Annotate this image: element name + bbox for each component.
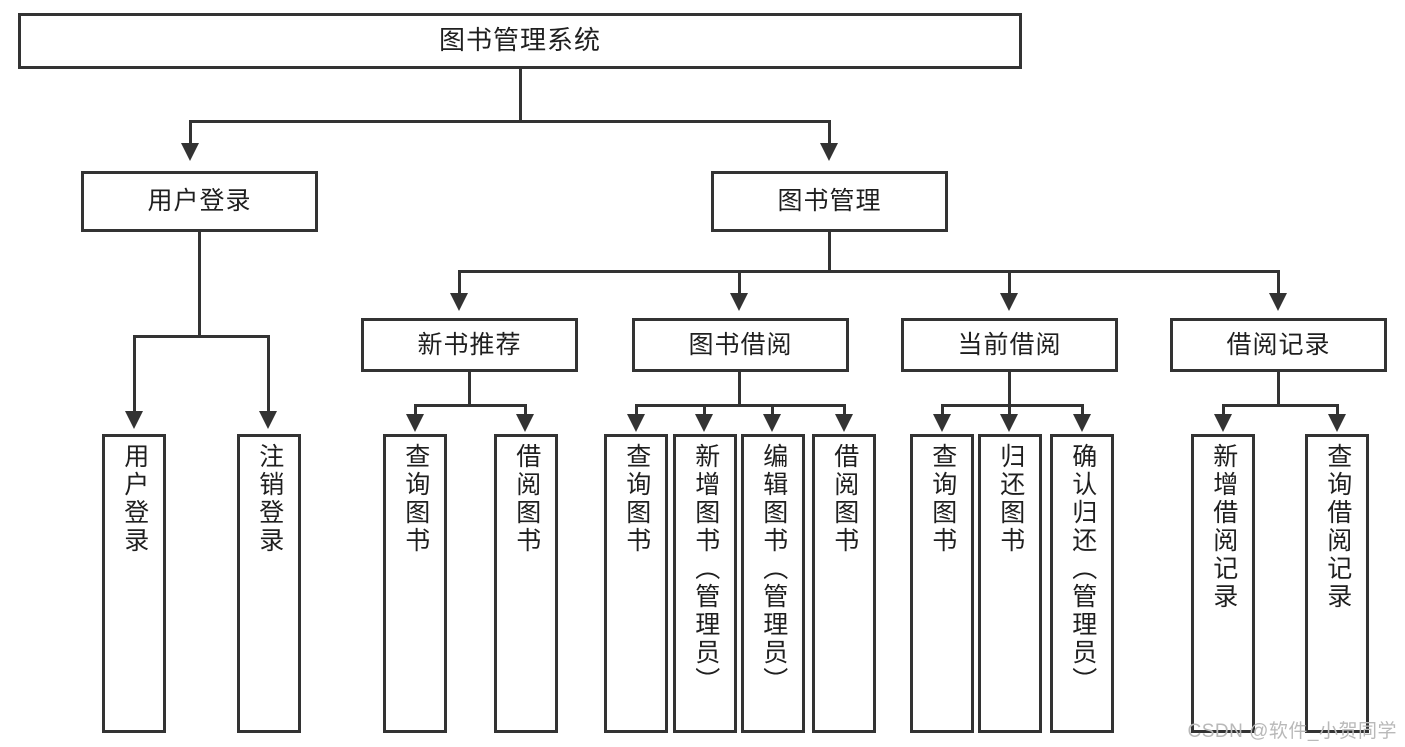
connector-user-login-drop-2 — [267, 335, 270, 413]
arrowhead-borrow-record — [1269, 293, 1287, 311]
node-leaf-query-book-new-rec[interactable]: 查询图书 — [383, 434, 447, 733]
node-label: 查询借阅记录 — [1323, 443, 1352, 611]
node-label: 图书借阅 — [688, 330, 793, 359]
node-label: 注销登录 — [255, 443, 284, 555]
connector-book-borrow-stem — [738, 372, 741, 404]
connector-root-to-user-login — [189, 120, 192, 145]
node-label: 用户登录 — [147, 187, 252, 216]
node-label: 新增借阅记录 — [1209, 443, 1238, 611]
node-leaf-confirm-return-admin[interactable]: 确认归还（管理员） — [1050, 434, 1114, 733]
node-leaf-return-book[interactable]: 归还图书 — [978, 434, 1042, 733]
connector-borrow-record-drop-2 — [1336, 404, 1339, 416]
arrowhead-leaf-borrow-book-1 — [516, 414, 534, 432]
connector-new-book-rec-bus — [414, 404, 527, 407]
connector-book-borrow-drop-3 — [771, 404, 774, 416]
node-leaf-query-book-borrow[interactable]: 查询图书 — [604, 434, 668, 733]
arrowhead-leaf-query-book-1 — [406, 414, 424, 432]
arrowhead-leaf-query-book-3 — [933, 414, 951, 432]
node-new-book-recommend[interactable]: 新书推荐 — [361, 318, 578, 372]
arrowhead-new-book-rec — [450, 293, 468, 311]
csdn-watermark: CSDN @软件_小贺同学 — [1187, 721, 1397, 742]
arrowhead-current-borrow — [1000, 293, 1018, 311]
node-leaf-borrow-book-new-rec[interactable]: 借阅图书 — [494, 434, 558, 733]
connector-book-manage-drop-2 — [738, 270, 741, 295]
arrowhead-leaf-user-login — [125, 411, 143, 429]
node-label: 查询图书 — [622, 443, 651, 555]
node-label: 新增图书（管理员） — [691, 443, 720, 695]
arrowhead-leaf-add-record — [1214, 414, 1232, 432]
node-leaf-user-login[interactable]: 用户登录 — [102, 434, 166, 733]
connector-current-borrow-drop-2 — [1008, 404, 1011, 416]
arrowhead-leaf-query-record — [1328, 414, 1346, 432]
connector-new-book-rec-stem — [468, 372, 471, 404]
node-label: 当前借阅 — [957, 330, 1062, 359]
node-label: 图书管理 — [777, 187, 882, 216]
arrowhead-leaf-confirm-return — [1073, 414, 1091, 432]
node-leaf-borrow-book-borrow[interactable]: 借阅图书 — [812, 434, 876, 733]
connector-current-borrow-bus — [941, 404, 1084, 407]
connector-root-to-book-manage — [828, 120, 831, 145]
node-label: 归还图书 — [996, 443, 1025, 555]
connector-book-manage-drop-1 — [458, 270, 461, 295]
connector-book-manage-drop-3 — [1008, 270, 1011, 295]
node-label: 用户登录 — [120, 443, 149, 555]
node-label: 新书推荐 — [417, 330, 522, 359]
arrowhead-leaf-logout — [259, 411, 277, 429]
node-label: 图书管理系统 — [438, 25, 601, 56]
arrowhead-leaf-add-book — [695, 414, 713, 432]
node-leaf-edit-book-admin[interactable]: 编辑图书（管理员） — [741, 434, 805, 733]
node-user-login[interactable]: 用户登录 — [81, 171, 318, 232]
connector-book-manage-drop-4 — [1277, 270, 1280, 295]
connector-root-stem — [519, 69, 522, 120]
connector-book-borrow-bus — [635, 404, 846, 407]
node-leaf-query-book-current[interactable]: 查询图书 — [910, 434, 974, 733]
connector-current-borrow-drop-1 — [941, 404, 944, 416]
node-leaf-add-book-admin[interactable]: 新增图书（管理员） — [673, 434, 737, 733]
arrowhead-leaf-return-book — [1000, 414, 1018, 432]
node-current-borrow[interactable]: 当前借阅 — [901, 318, 1118, 372]
node-book-management[interactable]: 图书管理 — [711, 171, 948, 232]
connector-borrow-record-drop-1 — [1222, 404, 1225, 416]
node-borrow-record[interactable]: 借阅记录 — [1170, 318, 1387, 372]
connector-user-login-stem — [198, 232, 201, 335]
arrowhead-leaf-query-book-2 — [627, 414, 645, 432]
node-root-book-management-system[interactable]: 图书管理系统 — [18, 13, 1022, 69]
connector-book-manage-stem — [828, 232, 831, 270]
node-leaf-logout[interactable]: 注销登录 — [237, 434, 301, 733]
node-label: 编辑图书（管理员） — [759, 443, 788, 695]
node-label: 查询图书 — [401, 443, 430, 555]
node-label: 借阅记录 — [1226, 330, 1331, 359]
connector-borrow-record-bus — [1222, 404, 1339, 407]
node-leaf-add-borrow-record[interactable]: 新增借阅记录 — [1191, 434, 1255, 733]
arrowhead-leaf-edit-book — [763, 414, 781, 432]
connector-book-borrow-drop-2 — [703, 404, 706, 416]
node-leaf-query-borrow-record[interactable]: 查询借阅记录 — [1305, 434, 1369, 733]
node-label: 确认归还（管理员） — [1068, 443, 1097, 695]
connector-book-manage-bus — [458, 270, 1280, 273]
connector-user-login-bus — [133, 335, 270, 338]
connector-root-bus — [189, 120, 831, 123]
node-label: 查询图书 — [928, 443, 957, 555]
connector-new-book-rec-drop-2 — [524, 404, 527, 416]
node-label: 借阅图书 — [830, 443, 859, 555]
arrowhead-book-borrow — [730, 293, 748, 311]
connector-borrow-record-stem — [1277, 372, 1280, 404]
connector-book-borrow-drop-4 — [843, 404, 846, 416]
node-book-borrow[interactable]: 图书借阅 — [632, 318, 849, 372]
connector-current-borrow-stem — [1008, 372, 1011, 404]
connector-user-login-drop-1 — [133, 335, 136, 413]
arrowhead-book-manage — [820, 143, 838, 161]
connector-current-borrow-drop-3 — [1081, 404, 1084, 416]
connector-book-borrow-drop-1 — [635, 404, 638, 416]
arrowhead-user-login — [181, 143, 199, 161]
connector-new-book-rec-drop-1 — [414, 404, 417, 416]
arrowhead-leaf-borrow-book-2 — [835, 414, 853, 432]
node-label: 借阅图书 — [512, 443, 541, 555]
